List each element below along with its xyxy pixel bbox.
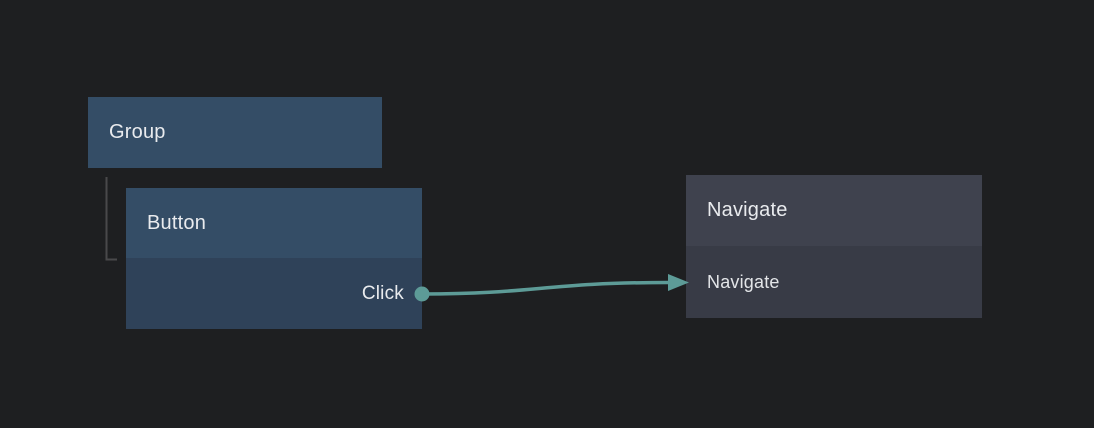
navigate-action-row[interactable]: Navigate [686, 246, 982, 318]
group-node[interactable]: Group [88, 97, 382, 168]
navigate-node-title: Navigate [707, 199, 788, 221]
navigate-node[interactable]: Navigate Navigate [686, 175, 982, 318]
arrowhead-icon [668, 274, 689, 291]
group-node-header[interactable]: Group [88, 97, 382, 168]
button-node-click-row[interactable]: Click [126, 258, 422, 329]
click-output-port[interactable] [414, 286, 430, 302]
click-port-label: Click [361, 282, 404, 304]
button-node-title: Button [147, 211, 207, 234]
connection-wire-path[interactable] [421, 280, 671, 296]
connection-wire[interactable] [421, 274, 689, 296]
navigate-action-label: Navigate [707, 271, 780, 292]
navigate-node-header[interactable]: Navigate [686, 175, 982, 246]
button-node-header[interactable]: Button [126, 188, 422, 258]
group-node-title: Group [109, 121, 166, 143]
hierarchy-connector-line [105, 177, 117, 261]
button-node[interactable]: Button Click [126, 188, 422, 329]
